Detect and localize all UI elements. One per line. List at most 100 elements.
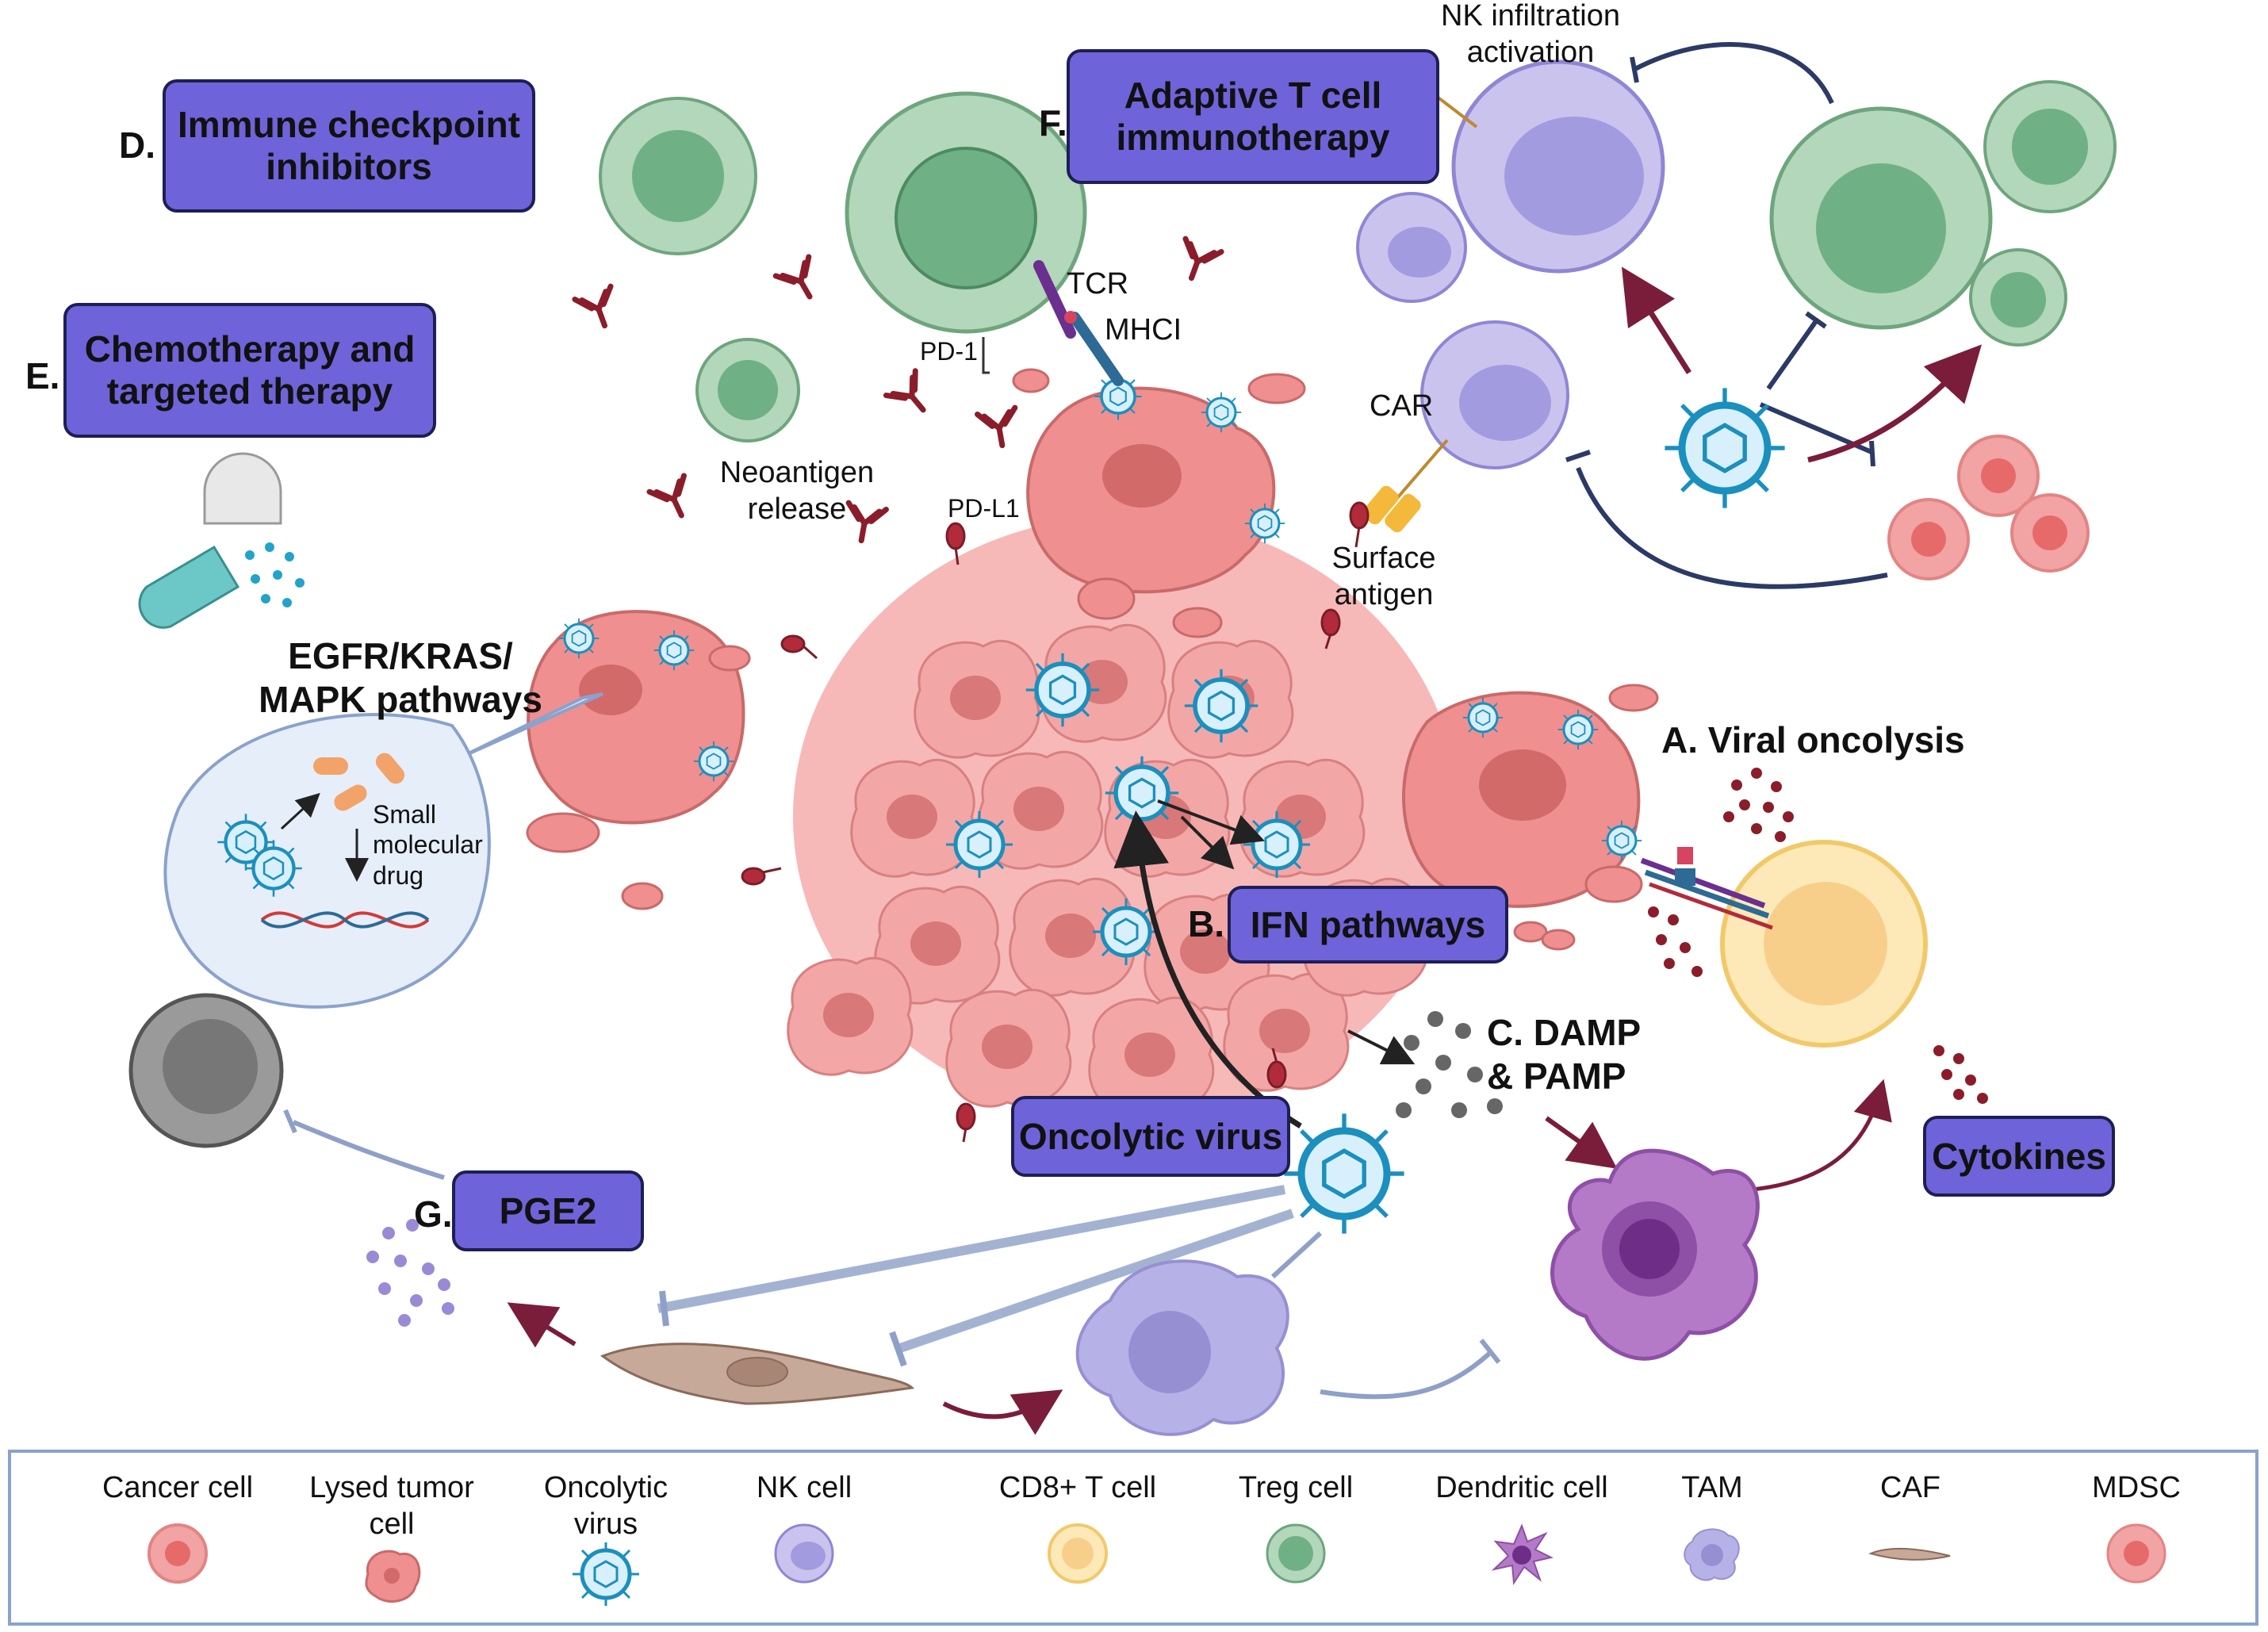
treg-cell-right-nucleus	[1816, 163, 1946, 293]
virus-in-tumor-4	[1243, 811, 1310, 878]
caf-cell	[600, 1343, 915, 1405]
car-receptor-2	[1385, 493, 1421, 533]
inhibit-bar-nk	[1630, 56, 1639, 83]
label-f-letter: F.	[1039, 102, 1067, 144]
virus-lysed-top-2	[1200, 391, 1243, 434]
virus-lysed-left-2	[653, 629, 695, 672]
inhibit-line-car	[1576, 466, 1888, 589]
virus-lysed-top-3	[1243, 502, 1286, 545]
caf-to-pge2-arrow	[507, 1302, 577, 1348]
legend-treg-cell-label: Treg cell	[1238, 1471, 1354, 1504]
inhibit-bar-tam	[889, 1331, 907, 1367]
mhci-label: MHCI	[1105, 313, 1182, 347]
cytokine-dots-mid	[1648, 906, 1703, 977]
tcr-mhci-complex	[1033, 260, 1124, 386]
inhibit-bar-caf	[659, 1290, 669, 1327]
legend-cancer-cell: Cancer cell	[90, 1470, 265, 1598]
antibody-4	[886, 371, 937, 423]
cancer-cell-icon	[147, 1523, 208, 1584]
treg-cell-small-nucleus	[718, 360, 778, 420]
oncolytic-virus-box: Oncolytic virus	[1011, 1096, 1290, 1177]
inhibit-bar-treg	[1805, 311, 1827, 329]
legend-cd8-t-cell: CD8+ T cell	[979, 1470, 1177, 1598]
treg-cell-large	[845, 91, 1087, 334]
neoantigen-label: Neoantigen release	[719, 456, 875, 526]
pge2-dots	[366, 1219, 454, 1327]
spread-arrow-2	[1180, 815, 1235, 870]
legend-tam: TAM	[1661, 1470, 1764, 1598]
car-nk-cell-nucleus	[1459, 365, 1551, 441]
zoom-bubble	[163, 692, 603, 1009]
inhibit-line-caf	[657, 1185, 1286, 1313]
treg-cell-top-nucleus	[632, 130, 724, 222]
legend-treg-cell: Treg cell	[1232, 1470, 1359, 1598]
inhibit-bar-car	[1565, 450, 1591, 462]
tam-cell	[1075, 1259, 1289, 1436]
treg-cell-right-small-nucleus	[1990, 272, 2046, 328]
virus-lysed-left-1	[557, 617, 600, 660]
grey-cell	[128, 993, 284, 1148]
treg-cell-icon	[1266, 1523, 1326, 1584]
legend-panel: Cancer cell Lysed tumor cell Oncolytic v…	[8, 1450, 2258, 1626]
dc-to-cd8-arrow	[1752, 1078, 1892, 1192]
egfr-label: EGFR/KRAS/ MAPK pathways	[259, 635, 542, 721]
legend-caf-label: CAF	[1880, 1471, 1940, 1504]
virus-in-tumor-1	[1026, 653, 1099, 726]
inhibit-line-treg	[1766, 320, 1818, 390]
antibody-2	[776, 257, 826, 306]
antibody-6	[649, 476, 699, 523]
lysed-tumor-left	[526, 610, 751, 910]
virus-lysed-right-3	[1600, 819, 1643, 862]
oncolytic-virus-large	[1284, 1113, 1404, 1233]
caf-icon	[1868, 1547, 1951, 1561]
pdl1-markers	[741, 501, 1370, 1143]
legend-lysed-tumor-cell: Lysed tumor cell	[297, 1470, 487, 1615]
damp-arrow	[1347, 1029, 1416, 1065]
dendritic-cell-large	[1550, 1148, 1760, 1361]
pd1-receptor	[982, 337, 990, 374]
virus-lysed-left-3	[692, 740, 735, 783]
activate-arrow-treg	[1807, 344, 1982, 463]
inhibit-line-virus-tam	[1270, 1231, 1323, 1279]
label-g-letter: G.	[414, 1193, 453, 1235]
legend-tam-label: TAM	[1681, 1471, 1743, 1504]
dendritic-cell-icon	[1491, 1523, 1554, 1585]
virus-lysed-right-2	[1557, 708, 1599, 751]
inhibit-bar-dc	[1479, 1339, 1501, 1364]
cytokine-dots-top	[1723, 768, 1794, 842]
legend-caf: CAF	[1859, 1470, 1962, 1598]
nk-cell-small-nucleus	[1388, 227, 1451, 278]
immune-checkpoint-box: Immune checkpoint inhibitors	[163, 79, 535, 213]
inhibit-bar-mdsc	[1869, 440, 1875, 467]
adaptive-t-box: Adaptive T cell immunotherapy	[1067, 49, 1439, 184]
treg-cell-right-top-nucleus	[2012, 109, 2088, 185]
legend-dendritic-cell: Dendritic cell	[1419, 1470, 1625, 1598]
viral-oncolysis-label: A. Viral oncolysis	[1661, 719, 1965, 760]
pdl1-label: PD-L1	[948, 494, 1020, 523]
legend-nk-cell: NK cell	[725, 1470, 883, 1598]
oncolytic-virus-topright	[1665, 388, 1784, 508]
car-label: CAR	[1370, 389, 1434, 423]
car-receptor	[1362, 485, 1399, 525]
legend-dendritic-cell-label: Dendritic cell	[1435, 1471, 1608, 1504]
pge2-box: PGE2	[452, 1170, 644, 1251]
inhibit-line-tam	[898, 1209, 1294, 1353]
nk-infiltration-label: NK infiltration activation	[1441, 0, 1620, 69]
cytokines-box: Cytokines	[1923, 1116, 2115, 1197]
lysed-tumor-cell-icon	[365, 1550, 421, 1603]
cytokine-dots-bottom	[1933, 1045, 1988, 1104]
antibody-1	[575, 286, 623, 332]
caf-tam-arrow	[942, 1389, 1063, 1435]
nk-cell-icon	[774, 1523, 834, 1584]
ifn-box: IFN pathways	[1228, 886, 1508, 963]
chemo-box: Chemotherapy and targeted therapy	[63, 303, 436, 438]
antibody-5	[978, 408, 1021, 449]
legend-lysed-tumor-cell-label: Lysed tumor cell	[309, 1471, 474, 1541]
legend-mdsc: MDSC	[2073, 1470, 2200, 1598]
tcr-label: TCR	[1067, 267, 1129, 301]
small-drug-label: Small molecular drug	[373, 800, 483, 890]
inhibit-bar-pge2	[283, 1109, 297, 1134]
legend-nk-cell-label: NK cell	[756, 1471, 852, 1504]
lysed-tumor-right	[1402, 684, 1659, 951]
